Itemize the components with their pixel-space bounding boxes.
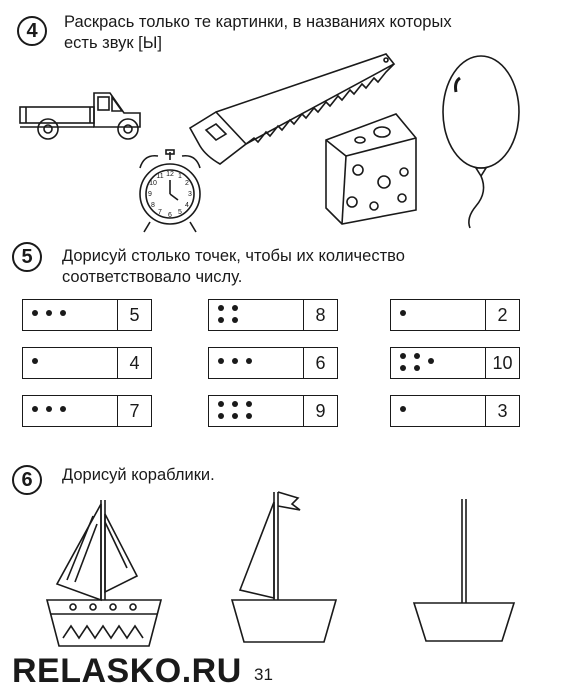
dot-mark — [246, 413, 252, 419]
dot-box: 2 — [390, 299, 520, 331]
svg-text:8: 8 — [151, 202, 155, 209]
page-number: 31 — [254, 665, 273, 684]
dot-box-number: 9 — [303, 396, 337, 426]
dot-mark — [400, 365, 406, 371]
dot-mark — [414, 353, 420, 359]
dot-mark — [218, 413, 224, 419]
task-6-instruction: Дорисуй кораблики. — [62, 465, 215, 486]
dot-box-number: 4 — [117, 348, 151, 378]
complete-sailboat-picture — [45, 500, 163, 647]
dot-mark — [218, 401, 224, 407]
dot-mark — [218, 317, 224, 323]
dot-box-number: 10 — [485, 348, 519, 378]
partial-sailboat-picture — [230, 491, 338, 643]
dot-mark — [60, 310, 66, 316]
svg-text:6: 6 — [168, 212, 172, 219]
svg-text:12: 12 — [166, 171, 174, 178]
dot-mark — [32, 406, 38, 412]
dot-box: 7 — [22, 395, 152, 427]
task-5-instruction: Дорисуй столько точек, чтобы их количест… — [62, 246, 405, 288]
dot-box: 5 — [22, 299, 152, 331]
task-5-badge: 5 — [12, 242, 42, 272]
dot-mark — [246, 401, 252, 407]
dot-mark — [32, 358, 38, 364]
dot-mark — [46, 406, 52, 412]
task-4-line-2: есть звук [Ы] — [64, 34, 162, 52]
svg-text:1: 1 — [178, 173, 182, 180]
svg-text:5: 5 — [178, 209, 182, 216]
dot-mark — [218, 305, 224, 311]
dot-box: 10 — [390, 347, 520, 379]
dot-box: 8 — [208, 299, 338, 331]
dot-mark — [232, 358, 238, 364]
cheese-picture — [325, 113, 417, 225]
svg-text:11: 11 — [156, 173, 163, 180]
task-5-line-2: соответствовало числу. — [62, 268, 243, 286]
dot-mark — [60, 406, 66, 412]
svg-text:9: 9 — [148, 191, 152, 198]
dot-box: 3 — [390, 395, 520, 427]
dot-mark — [218, 358, 224, 364]
dot-mark — [400, 353, 406, 359]
dot-box-number: 6 — [303, 348, 337, 378]
dot-mark — [400, 406, 406, 412]
dot-box-number: 3 — [485, 396, 519, 426]
task-4-instruction: Раскрась только те картинки, в названиях… — [64, 12, 452, 54]
svg-text:10: 10 — [149, 180, 157, 187]
dot-mark — [232, 305, 238, 311]
dot-mark — [414, 365, 420, 371]
svg-text:2: 2 — [185, 180, 189, 187]
balloon-picture — [442, 55, 520, 229]
dot-mark — [428, 358, 434, 364]
saw-picture — [188, 53, 396, 165]
dot-box: 4 — [22, 347, 152, 379]
dot-mark — [246, 358, 252, 364]
svg-text:7: 7 — [158, 209, 162, 216]
dot-mark — [32, 310, 38, 316]
dot-box-number: 2 — [485, 300, 519, 330]
dot-mark — [400, 310, 406, 316]
svg-text:3: 3 — [188, 191, 192, 198]
site-watermark: RELASKO.RU — [12, 652, 242, 690]
dot-box-number: 7 — [117, 396, 151, 426]
dot-mark — [232, 413, 238, 419]
dot-mark — [232, 401, 238, 407]
dot-mark — [232, 317, 238, 323]
svg-text:4: 4 — [185, 202, 189, 209]
dot-box-number: 5 — [117, 300, 151, 330]
truck-picture — [19, 92, 141, 140]
task-6-badge: 6 — [12, 465, 42, 495]
dot-mark — [46, 310, 52, 316]
task-5-line-1: Дорисуй столько точек, чтобы их количест… — [62, 247, 405, 265]
dot-box-number: 8 — [303, 300, 337, 330]
dot-box: 9 — [208, 395, 338, 427]
dot-box: 6 — [208, 347, 338, 379]
task-4-line-1: Раскрась только те картинки, в названиях… — [64, 13, 452, 31]
task-6-line-1: Дорисуй кораблики. — [62, 466, 215, 484]
task-4-badge: 4 — [17, 16, 47, 46]
hull-and-mast-picture — [412, 499, 516, 642]
